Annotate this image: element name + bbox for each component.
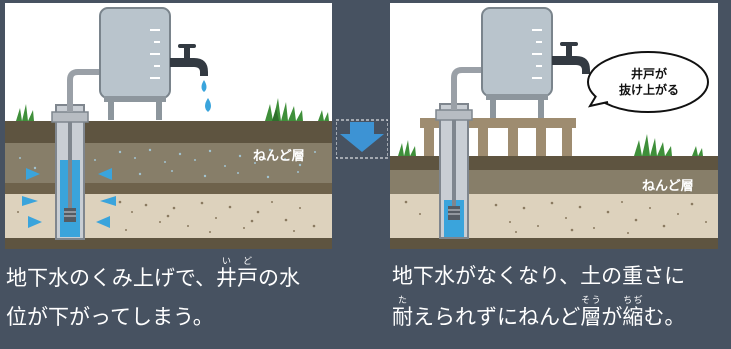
- grass-shadow: [272, 108, 279, 121]
- left-caption-line-1: 地下水のくみ上げで、井い戸どの水: [6, 257, 351, 298]
- well-pump: [64, 208, 76, 222]
- dark-soil-layer: [5, 183, 332, 194]
- well-pump: [448, 206, 460, 220]
- ruby-do: 戸ど: [237, 257, 258, 290]
- ruby-ta-reading: た: [392, 296, 413, 306]
- transition-arrow: [336, 119, 388, 159]
- bottom-soil-layer: [390, 238, 718, 249]
- sand-speckles: [404, 200, 707, 234]
- faucet-icon: [552, 42, 590, 74]
- ruby-sou-base: 層: [580, 305, 602, 329]
- right-caption-line-1: 地下水がなくなり、土の重さに: [392, 264, 686, 288]
- ruby-i: 井い: [216, 257, 237, 290]
- ruby-i-base: 井: [216, 266, 237, 290]
- left-caption: 地下水のくみ上げで、井い戸どの水 位が下がってしまう。: [6, 257, 351, 337]
- clay-speckles: [19, 148, 316, 179]
- bottom-soil-layer: [5, 238, 332, 249]
- faucet-icon: [170, 44, 208, 76]
- ruby-sou: 層そう: [580, 296, 602, 329]
- ruby-ta: 耐た: [392, 296, 413, 329]
- right-layer-label: ねんど層: [642, 179, 694, 194]
- right-illustration: [390, 3, 718, 249]
- right-caption-line-2: 耐たえられずにねんど層そうが縮ちぢむ。: [392, 296, 731, 337]
- ruby-chiji: 縮ちぢ: [622, 296, 644, 329]
- surface-soil-layer: [390, 156, 718, 170]
- speech-bubble-line-2: 抜け上がる: [618, 83, 679, 97]
- water-drops: [201, 80, 211, 112]
- water-tank: [99, 7, 171, 120]
- water-tank: [481, 7, 553, 118]
- right-panel: 井戸が 抜け上がる ねんど層 地下水がなくなり、土の重さに 耐たえられずにねんど…: [386, 0, 731, 349]
- speech-bubble-text: 井戸が 抜け上がる: [609, 66, 689, 98]
- ruby-do-base: 戸: [237, 266, 258, 290]
- left-caption-text: 地下水のくみ上げで、: [6, 266, 216, 290]
- well-head: [51, 111, 89, 123]
- ruby-i-reading: い: [216, 257, 237, 267]
- right-caption-text: えられずにねんど: [413, 305, 581, 329]
- right-caption-text-ga: が: [601, 305, 623, 329]
- grass-right: [398, 134, 703, 156]
- supply-pipe: [451, 67, 486, 110]
- well-pipe: [452, 108, 456, 208]
- left-illustration: [5, 3, 332, 249]
- speech-bubble-line-1: 井戸が: [630, 67, 667, 81]
- supply-pipe: [67, 69, 104, 112]
- well-pipe: [68, 110, 72, 210]
- exposed-foundation: [420, 118, 576, 156]
- ruby-chiji-base: 縮: [622, 305, 644, 329]
- right-caption-text-end: む。: [643, 305, 686, 329]
- speech-bubble: [587, 51, 709, 113]
- left-caption-line-2: 位が下がってしまう。: [6, 305, 214, 329]
- surface-soil-layer: [5, 121, 332, 143]
- left-layer-label: ねんど層: [253, 149, 305, 164]
- ruby-chiji-reading: ちぢ: [622, 296, 644, 306]
- right-caption: 地下水がなくなり、土の重さに 耐たえられずにねんど層そうが縮ちぢむ。: [392, 257, 731, 337]
- left-caption-text-end: の水: [258, 266, 300, 290]
- left-panel: ねんど層 地下水のくみ上げで、井い戸どの水 位が下がってしまう。: [0, 0, 338, 349]
- well-head: [435, 109, 473, 121]
- inflow-arrows: [22, 168, 116, 228]
- sand-speckles: [17, 200, 316, 233]
- ruby-sou-reading: そう: [580, 296, 602, 306]
- ruby-ta-base: 耐: [392, 305, 413, 329]
- down-arrow-icon: [340, 122, 384, 152]
- arrow-dashed-frame: [336, 119, 388, 159]
- ruby-do-reading: ど: [237, 257, 258, 267]
